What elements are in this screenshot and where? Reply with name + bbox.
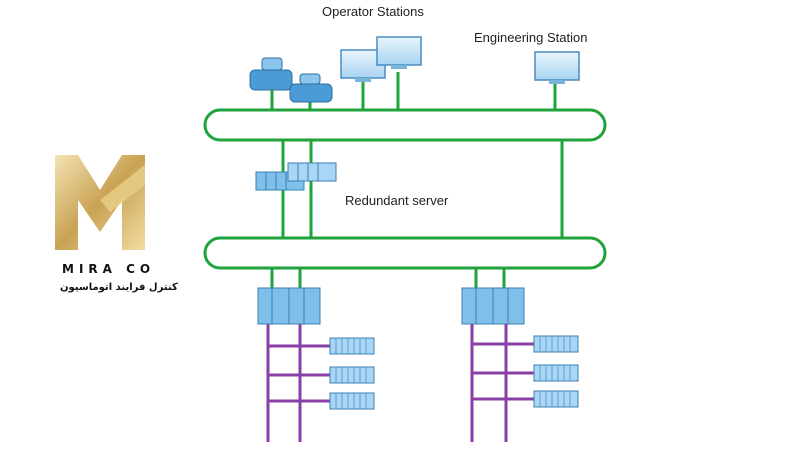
controller-right [461,287,525,325]
brand-name: MIRA CO [62,262,156,276]
miraco-logo [55,155,145,250]
operator-stations-label: Operator Stations [322,4,424,19]
operator-station-desktop-1 [249,57,293,91]
io-module-left-2 [329,366,375,384]
io-module-right-3 [533,390,579,408]
io-module-right-1 [533,335,579,353]
controller-left [257,287,321,325]
io-module-right-2 [533,364,579,382]
redundant-server-label: Redundant server [345,193,449,208]
terminal-bus-ring [203,236,607,270]
io-bus-lines [266,324,534,442]
brand-tagline: کنترل فرایند اتوماسیون [60,282,178,293]
operator-station-monitor-2 [376,36,422,69]
engineering-station-label: Engineering Station [474,30,588,45]
network-links [270,72,564,290]
redundant-server-2 [287,162,337,182]
io-module-left-3 [329,392,375,410]
operator-station-desktop-2 [289,73,333,103]
engineering-station-monitor [534,51,580,84]
io-module-left-1 [329,337,375,355]
plant-bus-ring [203,108,607,142]
